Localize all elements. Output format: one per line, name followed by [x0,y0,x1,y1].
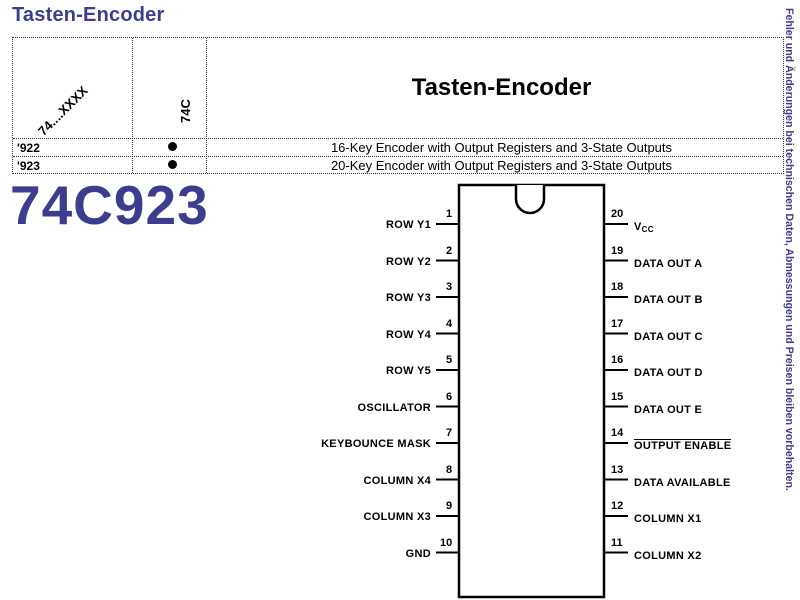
pin-label: COLUMN X1 [634,513,701,525]
availability-dot-icon [168,160,177,169]
pin-label-text: DATA OUT E [634,403,703,416]
pin-number: 8 [446,463,453,476]
pin-number: 15 [611,390,624,403]
pin-number: 16 [611,354,624,366]
pin-label: ROW Y3 [386,292,431,304]
pin-number: 12 [611,500,624,512]
table-divider [132,38,133,173]
pin-label-text: DATA OUT A [634,257,703,270]
variant-table: 74....XXXX 74C Tasten-Encoder '922 16-Ke… [12,37,784,174]
page-title: Tasten-Encoder [12,4,165,26]
pin-label: COLUMN X4 [363,474,431,487]
pin-label: DATA OUT D [634,367,703,379]
variant-description: 20-Key Encoder with Output Registers and… [330,158,673,173]
ic-notch [514,185,546,215]
variant-code: '923 [17,159,40,173]
pin-number: 2 [446,244,453,257]
pin-label: OSCILLATOR [357,401,431,414]
pin-label-text: DATA AVAILABLE [634,476,731,489]
pin-number: 3 [446,281,453,293]
pin-label-text: V [634,221,642,233]
pin-label-text: OUTPUT ENABLE [634,439,732,452]
pin-number: 11 [611,536,623,549]
disclaimer-note: Fehler und Änderungen bei technischen Da… [783,8,795,491]
pin-number: 14 [611,427,624,439]
pin-label-text: COLUMN X2 [634,549,702,562]
pin-label: COLUMN X3 [363,511,431,523]
pin-label: ROW Y1 [386,219,431,231]
table-divider [206,38,207,173]
pin-number: 5 [446,354,453,366]
pin-label-subscript: CC [641,225,654,234]
part-number: 74C923 [10,174,209,236]
availability-dot-icon [168,142,177,151]
table-divider [13,156,783,157]
pin-label: VCC [634,221,654,234]
variant-code: '922 [17,141,40,155]
table-title: Tasten-Encoder [411,74,592,101]
pin-label: OUTPUT ENABLE [634,439,732,452]
pin-label: COLUMN X2 [634,550,701,562]
pin-label: DATA AVAILABLE [634,477,731,489]
pin-label-text: DATA OUT D [634,367,703,379]
pin-number: 18 [611,281,624,293]
variant-description: 16-Key Encoder with Output Registers and… [330,140,673,155]
pin-label: GND [405,547,431,560]
pin-label: ROW Y5 [386,365,431,377]
pin-label-text: DATA OUT C [634,330,703,343]
pin-number: 10 [440,536,453,549]
pin-number: 9 [446,500,453,512]
pin-number: 1 [446,208,453,220]
pin-label: ROW Y2 [386,255,431,268]
pin-label: KEYBOUNCE MASK [321,438,431,450]
table-divider [13,138,783,139]
pin-label: DATA OUT C [634,331,703,343]
pin-number: 20 [611,208,624,220]
pin-number: 19 [611,244,624,257]
pin-number: 7 [446,427,453,439]
pin-number: 6 [446,390,453,403]
pin-number: 13 [611,463,624,476]
pin-label-text: DATA OUT B [634,294,703,306]
ic-body [457,183,606,599]
pin-label: DATA OUT E [634,404,702,416]
pin-number: 4 [446,317,453,330]
pin-label-text: COLUMN X1 [634,513,702,525]
pin-label: ROW Y4 [386,328,431,341]
pin-label: DATA OUT B [634,294,703,306]
pin-number: 17 [611,317,624,330]
pin-label: DATA OUT A [634,258,702,270]
